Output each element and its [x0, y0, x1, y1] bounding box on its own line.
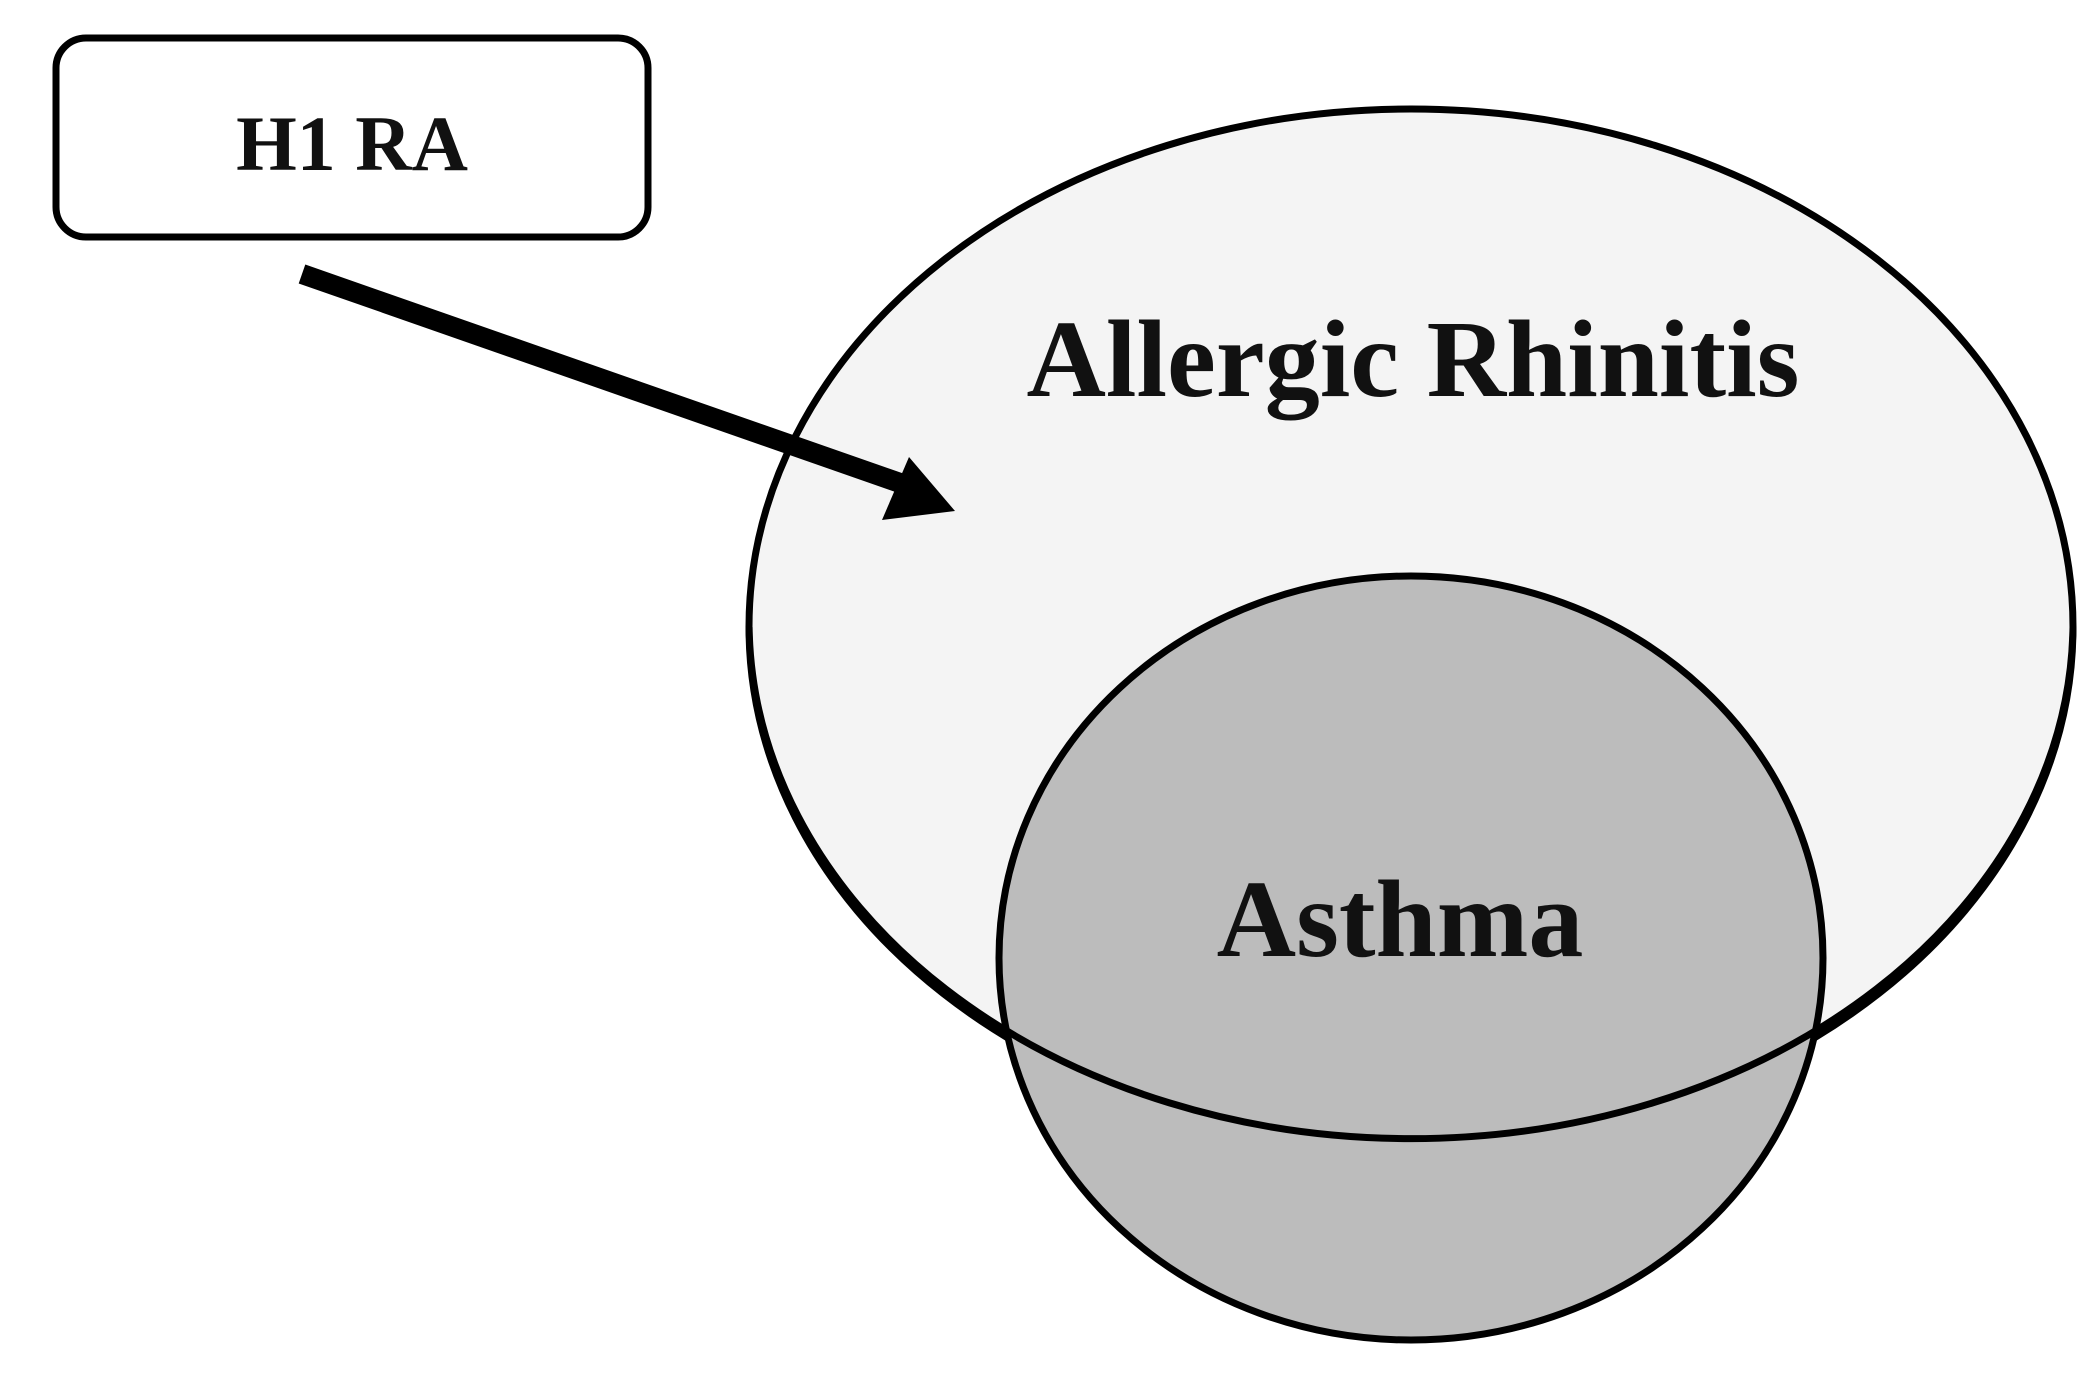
allergic-rhinitis-lower-arc — [745, 626, 2077, 1143]
allergic-rhinitis-label: Allergic Rhinitis — [1026, 298, 1799, 420]
asthma-label: Asthma — [1217, 858, 1584, 980]
asthma-circle — [995, 572, 1827, 1344]
arrow-shaft — [298, 264, 904, 493]
h1-ra-box — [52, 34, 652, 241]
arrowhead-icon — [882, 457, 955, 520]
h1-ra-label: H1 RA — [236, 100, 468, 187]
